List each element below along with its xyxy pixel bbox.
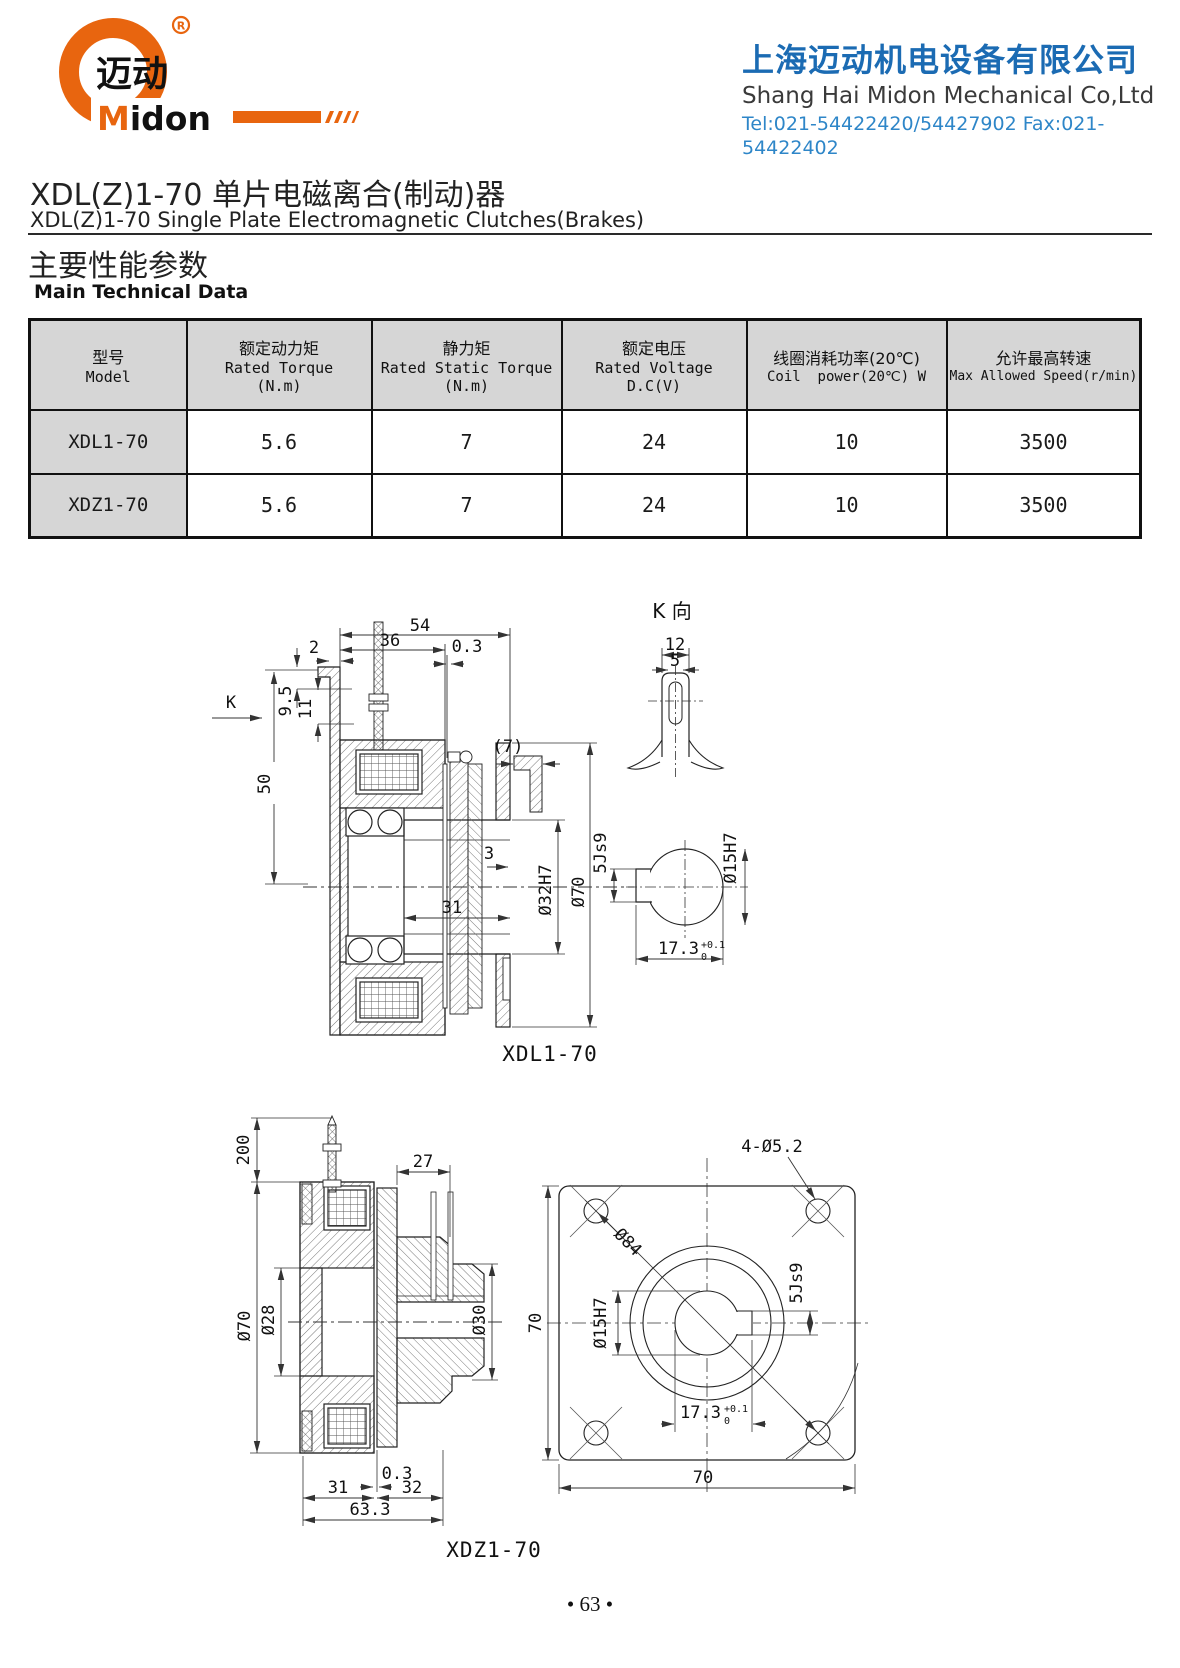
technical-data-table: 型号 Model 额定动力矩 Rated Torque (N.m) 静力矩 Ra… (28, 318, 1143, 539)
dim-17-3: 17.3 (680, 1403, 721, 1423)
section-title-en: Main Technical Data (34, 281, 249, 303)
dim-32: 32 (402, 1478, 422, 1498)
dim-17-3-tol-up: +0.1 (724, 1404, 748, 1415)
company-contact: Tel:021-54422420/54427902 Fax:021-544224… (742, 112, 1105, 159)
xdl-drawing: 54 36 2 0.3 9.5 11 50 K (7) 3 31 Ø32H7 Ø… (212, 599, 749, 1036)
dim-5: 5 (670, 651, 680, 671)
dim-12: 12 (665, 635, 685, 655)
dim-70dia: Ø70 (235, 1311, 255, 1342)
dim-0-3: 0.3 (382, 1464, 413, 1484)
dim-31: 31 (328, 1478, 348, 1498)
col-static-torque: 静力矩 Rated Static Torque (N.m) (380, 338, 553, 395)
col-rated-torque: 额定动力矩 Rated Torque (N.m) (224, 338, 334, 395)
product-title-zh: XDL(Z)1-70 单片电磁离合(制动)器 (30, 178, 506, 213)
table-row: XDL1-70 5.6 7 24 10 3500 (28, 408, 1142, 475)
logo-m: M (97, 99, 130, 131)
dim-30: Ø30 (470, 1305, 490, 1336)
table-row: XDZ1-70 5.6 7 24 10 3500 (28, 472, 1142, 539)
col-coil-power: 线圈消耗功率(20℃) Coil power(20℃) W (766, 348, 926, 385)
logo-idon: idon (130, 99, 211, 131)
section-title-zh: 主要性能参数 (28, 249, 208, 284)
xdl-k-view: K 向 12 5 (626, 599, 725, 778)
view-arrow-k: K (226, 693, 237, 713)
k-view-label: K 向 (652, 599, 691, 623)
xdz-caption: XDZ1-70 (446, 1538, 542, 1562)
dim-32h7: Ø32H7 (536, 864, 556, 915)
dim-50: 50 (255, 774, 275, 794)
dim-9-5: 9.5 (276, 686, 296, 717)
title-underline (28, 233, 1152, 235)
dim-15h7: Ø15H7 (721, 832, 741, 883)
xdz-section-outline (299, 1114, 485, 1454)
xdl-caption: XDL1-70 (502, 1042, 598, 1066)
dim-27: 27 (413, 1152, 433, 1172)
dim-54: 54 (410, 616, 430, 636)
page-number: • 63 • (566, 1592, 614, 1616)
dim-17-3-tol-dn: 0 (724, 1416, 730, 1427)
dim-36: 36 (380, 631, 400, 651)
col-max-speed: 允许最高转速 Max Allowed Speed(r/min) (949, 349, 1138, 385)
company-header: 上海迈动机电设备有限公司 Shang Hai Midon Mechanical … (742, 40, 1172, 160)
dim-70-v: 70 (526, 1313, 546, 1333)
xdl-shaft-end-view: 5Js9 Ø15H7 17.3 +0.1 0 (591, 832, 749, 965)
dim-17-3-tol-up: +0.1 (701, 940, 725, 951)
dim-17-3-tol-dn: 0 (701, 952, 707, 963)
dim-11: 11 (296, 699, 316, 719)
dim-70dia: Ø70 (569, 877, 589, 908)
dim-28: Ø28 (259, 1305, 279, 1336)
xdl-dimension-lines (212, 628, 597, 1028)
dim-7: (7) (493, 737, 524, 757)
logo-bar (233, 111, 321, 123)
xdz-dimension-lines (250, 1117, 498, 1526)
dim-3: 3 (484, 844, 494, 864)
dim-4-5-2: 4-Ø5.2 (741, 1137, 802, 1157)
dim-15h7: Ø15H7 (591, 1297, 611, 1348)
dim-200: 200 (234, 1135, 254, 1166)
svg-text:Midon: Midon (97, 99, 211, 131)
xdl-section-outline (317, 621, 543, 1036)
dim-70-h: 70 (693, 1468, 713, 1488)
product-title-en: XDL(Z)1-70 Single Plate Electromagnetic … (30, 208, 645, 232)
registered-mark: R (177, 20, 186, 33)
dim-5js9: 5Js9 (787, 1263, 807, 1304)
col-rated-voltage: 额定电压 Rated Voltage D.C(V) (595, 338, 713, 395)
dim-2: 2 (309, 638, 319, 658)
midon-logo-icon: R 迈动 Midon (59, 15, 360, 138)
table-header-row: 型号 Model 额定动力矩 Rated Torque (N.m) 静力矩 Ra… (28, 318, 1142, 411)
dim-31: 31 (442, 898, 462, 918)
dim-0-3: 0.3 (452, 637, 483, 657)
dim-5js9: 5Js9 (591, 833, 611, 874)
company-name-en: Shang Hai Midon Mechanical Co,Ltd (742, 83, 1155, 109)
xdz-flange-view: 4-Ø5.2 Ø84 Ø15H7 5Js9 17.3 +0.1 0 70 70 (526, 1137, 868, 1494)
xdz-drawing: 200 27 Ø70 Ø28 Ø30 0.3 31 32 63.3 (234, 1114, 868, 1526)
col-model: 型号 Model (85, 347, 131, 386)
logo-zh-1: 迈动 (96, 54, 168, 95)
dim-63-3: 63.3 (350, 1500, 391, 1520)
dim-17-3: 17.3 (658, 939, 699, 959)
midon-logo: R 迈动 Midon (55, 6, 365, 138)
company-name-zh: 上海迈动机电设备有限公司 (742, 41, 1139, 79)
